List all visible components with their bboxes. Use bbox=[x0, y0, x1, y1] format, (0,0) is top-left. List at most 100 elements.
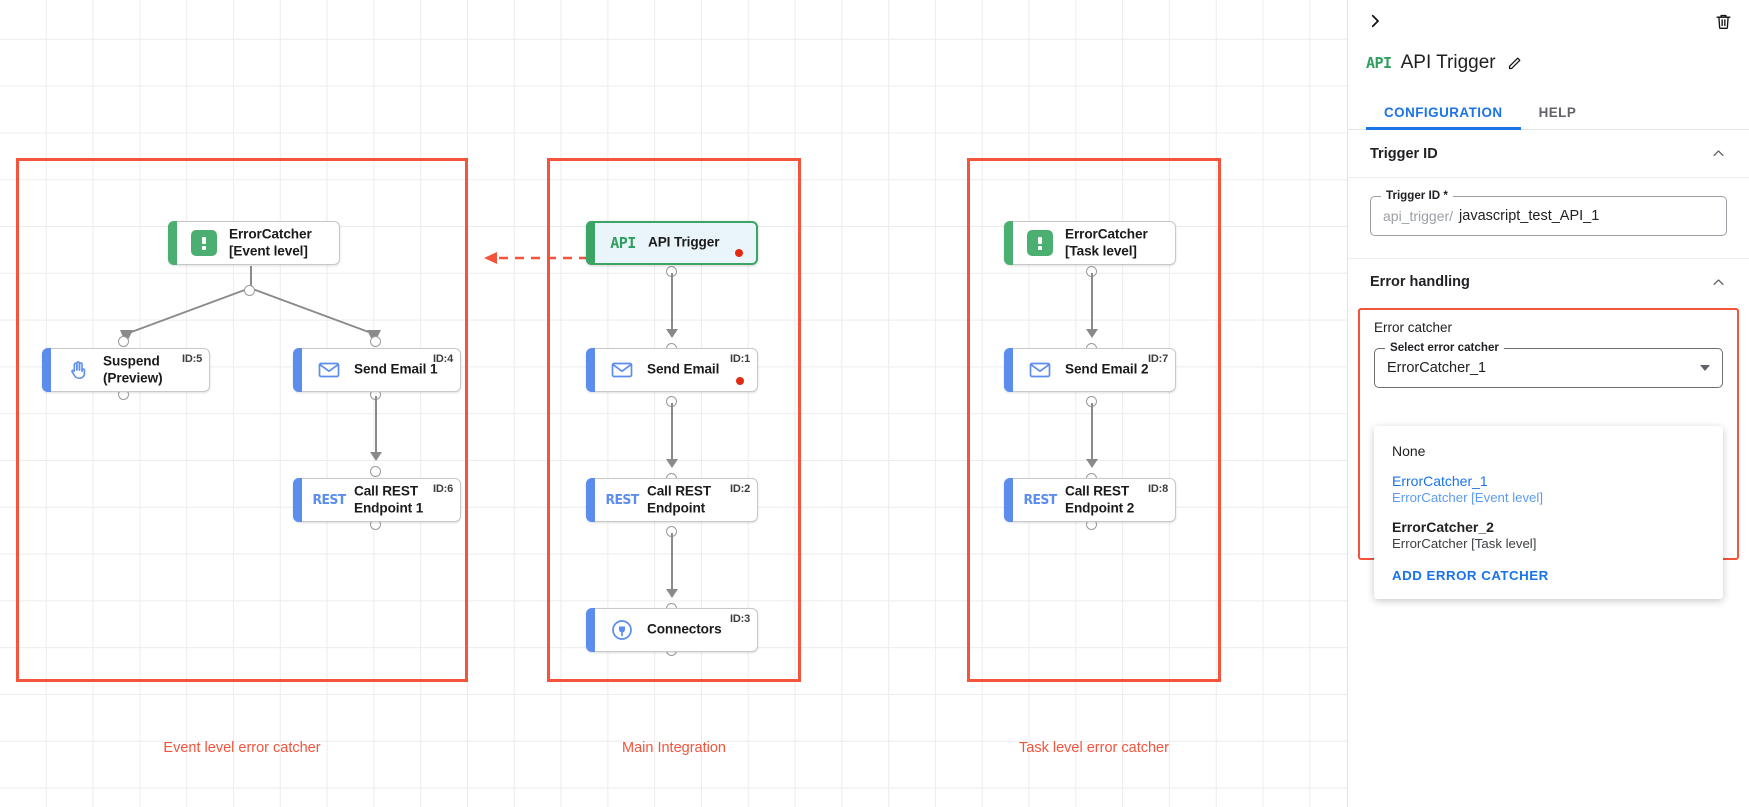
tab-configuration[interactable]: CONFIGURATION bbox=[1366, 105, 1521, 130]
edge-rest-conn bbox=[671, 533, 673, 595]
tab-help[interactable]: HELP bbox=[1538, 105, 1577, 120]
node-id-badge: ID:5 bbox=[182, 353, 202, 365]
error-link-arrow bbox=[484, 252, 588, 264]
node-label: Send Email bbox=[647, 361, 720, 377]
port-ec-out[interactable] bbox=[244, 285, 255, 296]
envelope-icon bbox=[607, 355, 637, 385]
arrowhead-conn bbox=[666, 589, 678, 598]
section-header-error-handling[interactable]: Error handling bbox=[1348, 259, 1749, 305]
node-label: API Trigger bbox=[648, 234, 720, 250]
node-send-email-1[interactable]: Send Email 1 ID:4 bbox=[293, 348, 461, 392]
rest-icon: REST bbox=[1023, 492, 1057, 508]
group-caption-main-integration: Main Integration bbox=[622, 740, 726, 756]
node-label: ErrorCatcher [Task level] bbox=[1065, 226, 1148, 258]
dropdown-option-errorcatcher-1[interactable]: ErrorCatcher_1 ErrorCatcher [Event level… bbox=[1374, 466, 1723, 512]
port-suspend-in[interactable] bbox=[118, 336, 129, 347]
arrowhead-se2 bbox=[1086, 329, 1098, 338]
node-id-badge: ID:6 bbox=[433, 483, 453, 495]
node-suspend-preview[interactable]: Suspend (Preview) ID:5 bbox=[42, 348, 210, 392]
trigger-id-value: javascript_test_API_1 bbox=[1459, 208, 1600, 224]
node-send-email[interactable]: Send Email ID:1 bbox=[586, 348, 758, 392]
properties-panel: API API Trigger CONFIGURATION HELP Trigg… bbox=[1347, 0, 1749, 807]
chevron-up-icon[interactable] bbox=[1709, 273, 1727, 291]
edge-se1-rest1 bbox=[375, 396, 377, 458]
panel-title-row: API API Trigger bbox=[1348, 44, 1749, 82]
dropdown-option-none[interactable]: None bbox=[1374, 436, 1723, 466]
node-call-rest-endpoint[interactable]: REST Call REST Endpoint ID:2 bbox=[586, 478, 758, 522]
rest-icon: REST bbox=[312, 492, 346, 508]
group-frame-task-level bbox=[967, 158, 1221, 682]
port-sendemail1-in[interactable] bbox=[370, 336, 381, 347]
edit-pencil-icon[interactable] bbox=[1505, 53, 1525, 73]
node-api-trigger[interactable]: API API Trigger bbox=[586, 221, 758, 265]
node-label: Send Email 1 bbox=[354, 361, 438, 377]
error-indicator-dot bbox=[735, 249, 743, 257]
group-caption-task-level: Task level error catcher bbox=[1019, 740, 1169, 756]
chevron-right-icon[interactable] bbox=[1362, 8, 1388, 34]
trigger-id-field-wrap: Trigger ID * api_trigger/ javascript_tes… bbox=[1348, 178, 1749, 259]
group-frame-main-integration bbox=[547, 158, 801, 682]
error-catcher-select-legend: Select error catcher bbox=[1385, 341, 1504, 354]
node-accent-bar bbox=[1004, 478, 1013, 522]
node-accent-bar bbox=[1004, 348, 1013, 392]
dropdown-option-errorcatcher-2[interactable]: ErrorCatcher_2 ErrorCatcher [Task level] bbox=[1374, 512, 1723, 558]
page-title: API Trigger bbox=[1400, 52, 1496, 73]
chevron-up-icon[interactable] bbox=[1709, 145, 1727, 163]
error-catcher-icon bbox=[189, 228, 219, 258]
section-header-trigger-id[interactable]: Trigger ID bbox=[1348, 130, 1749, 178]
error-catcher-icon bbox=[1025, 228, 1055, 258]
section-title: Error handling bbox=[1370, 274, 1470, 290]
trigger-id-legend: Trigger ID * bbox=[1381, 189, 1453, 202]
node-label: Call REST Endpoint 2 bbox=[1065, 483, 1135, 515]
edge-se2-rest2 bbox=[1091, 403, 1093, 465]
envelope-icon bbox=[1025, 355, 1055, 385]
edge-ec-stub bbox=[250, 266, 252, 290]
error-catcher-select[interactable]: Select error catcher ErrorCatcher_1 bbox=[1374, 341, 1723, 388]
edge-se-rest bbox=[671, 403, 673, 465]
panel-topbar bbox=[1348, 0, 1749, 44]
arrowhead-rest1 bbox=[370, 452, 382, 461]
node-label: ErrorCatcher [Event level] bbox=[229, 226, 312, 258]
node-accent-bar bbox=[42, 348, 51, 392]
error-catcher-selected-value: ErrorCatcher_1 bbox=[1387, 360, 1487, 376]
add-error-catcher-button[interactable]: ADD ERROR CATCHER bbox=[1392, 568, 1549, 583]
node-errorcatcher-task[interactable]: ErrorCatcher [Task level] bbox=[1004, 221, 1176, 265]
rest-icon: REST bbox=[605, 492, 639, 508]
node-id-badge: ID:2 bbox=[730, 483, 750, 495]
option-primary: ErrorCatcher_1 bbox=[1392, 473, 1488, 489]
error-catcher-label: Error catcher bbox=[1374, 320, 1453, 335]
group-caption-event-level: Event level error catcher bbox=[163, 740, 321, 756]
node-id-badge: ID:3 bbox=[730, 613, 750, 625]
node-id-badge: ID:4 bbox=[433, 353, 453, 365]
workflow-canvas[interactable]: Event level error catcher Main Integrati… bbox=[0, 0, 1347, 807]
error-catcher-dropdown[interactable]: None ErrorCatcher_1 ErrorCatcher [Event … bbox=[1374, 426, 1723, 599]
node-accent-bar bbox=[586, 348, 595, 392]
node-call-rest-endpoint-1[interactable]: REST Call REST Endpoint 1 ID:6 bbox=[293, 478, 461, 522]
node-id-badge: ID:1 bbox=[730, 353, 750, 365]
edge-ectask-se2 bbox=[1091, 273, 1093, 335]
trigger-id-input[interactable]: Trigger ID * api_trigger/ javascript_tes… bbox=[1370, 189, 1727, 236]
node-label: Suspend (Preview) bbox=[103, 353, 163, 385]
node-accent-bar bbox=[293, 348, 302, 392]
hand-icon bbox=[63, 355, 93, 385]
option-primary: ErrorCatcher_2 bbox=[1392, 519, 1494, 535]
node-send-email-2[interactable]: Send Email 2 ID:7 bbox=[1004, 348, 1176, 392]
envelope-icon bbox=[314, 355, 344, 385]
trigger-id-prefix: api_trigger/ bbox=[1383, 208, 1454, 224]
port-rest1-in[interactable] bbox=[370, 466, 381, 477]
arrowhead-se bbox=[666, 329, 678, 338]
connectors-icon bbox=[607, 615, 637, 645]
node-errorcatcher-event[interactable]: ErrorCatcher [Event level] bbox=[168, 221, 340, 265]
node-label: Send Email 2 bbox=[1065, 361, 1149, 377]
node-call-rest-endpoint-2[interactable]: REST Call REST Endpoint 2 ID:8 bbox=[1004, 478, 1176, 522]
node-label: Call REST Endpoint 1 bbox=[354, 483, 424, 515]
node-accent-bar bbox=[293, 478, 302, 522]
delete-icon[interactable] bbox=[1711, 9, 1735, 33]
chevron-down-icon[interactable] bbox=[1700, 365, 1710, 371]
api-icon: API bbox=[1366, 54, 1392, 72]
api-icon: API bbox=[610, 234, 636, 252]
arrowhead-rest bbox=[666, 459, 678, 468]
node-accent-bar bbox=[168, 221, 177, 265]
node-connectors[interactable]: Connectors ID:3 bbox=[586, 608, 758, 652]
edge-ec-branches bbox=[120, 288, 381, 344]
